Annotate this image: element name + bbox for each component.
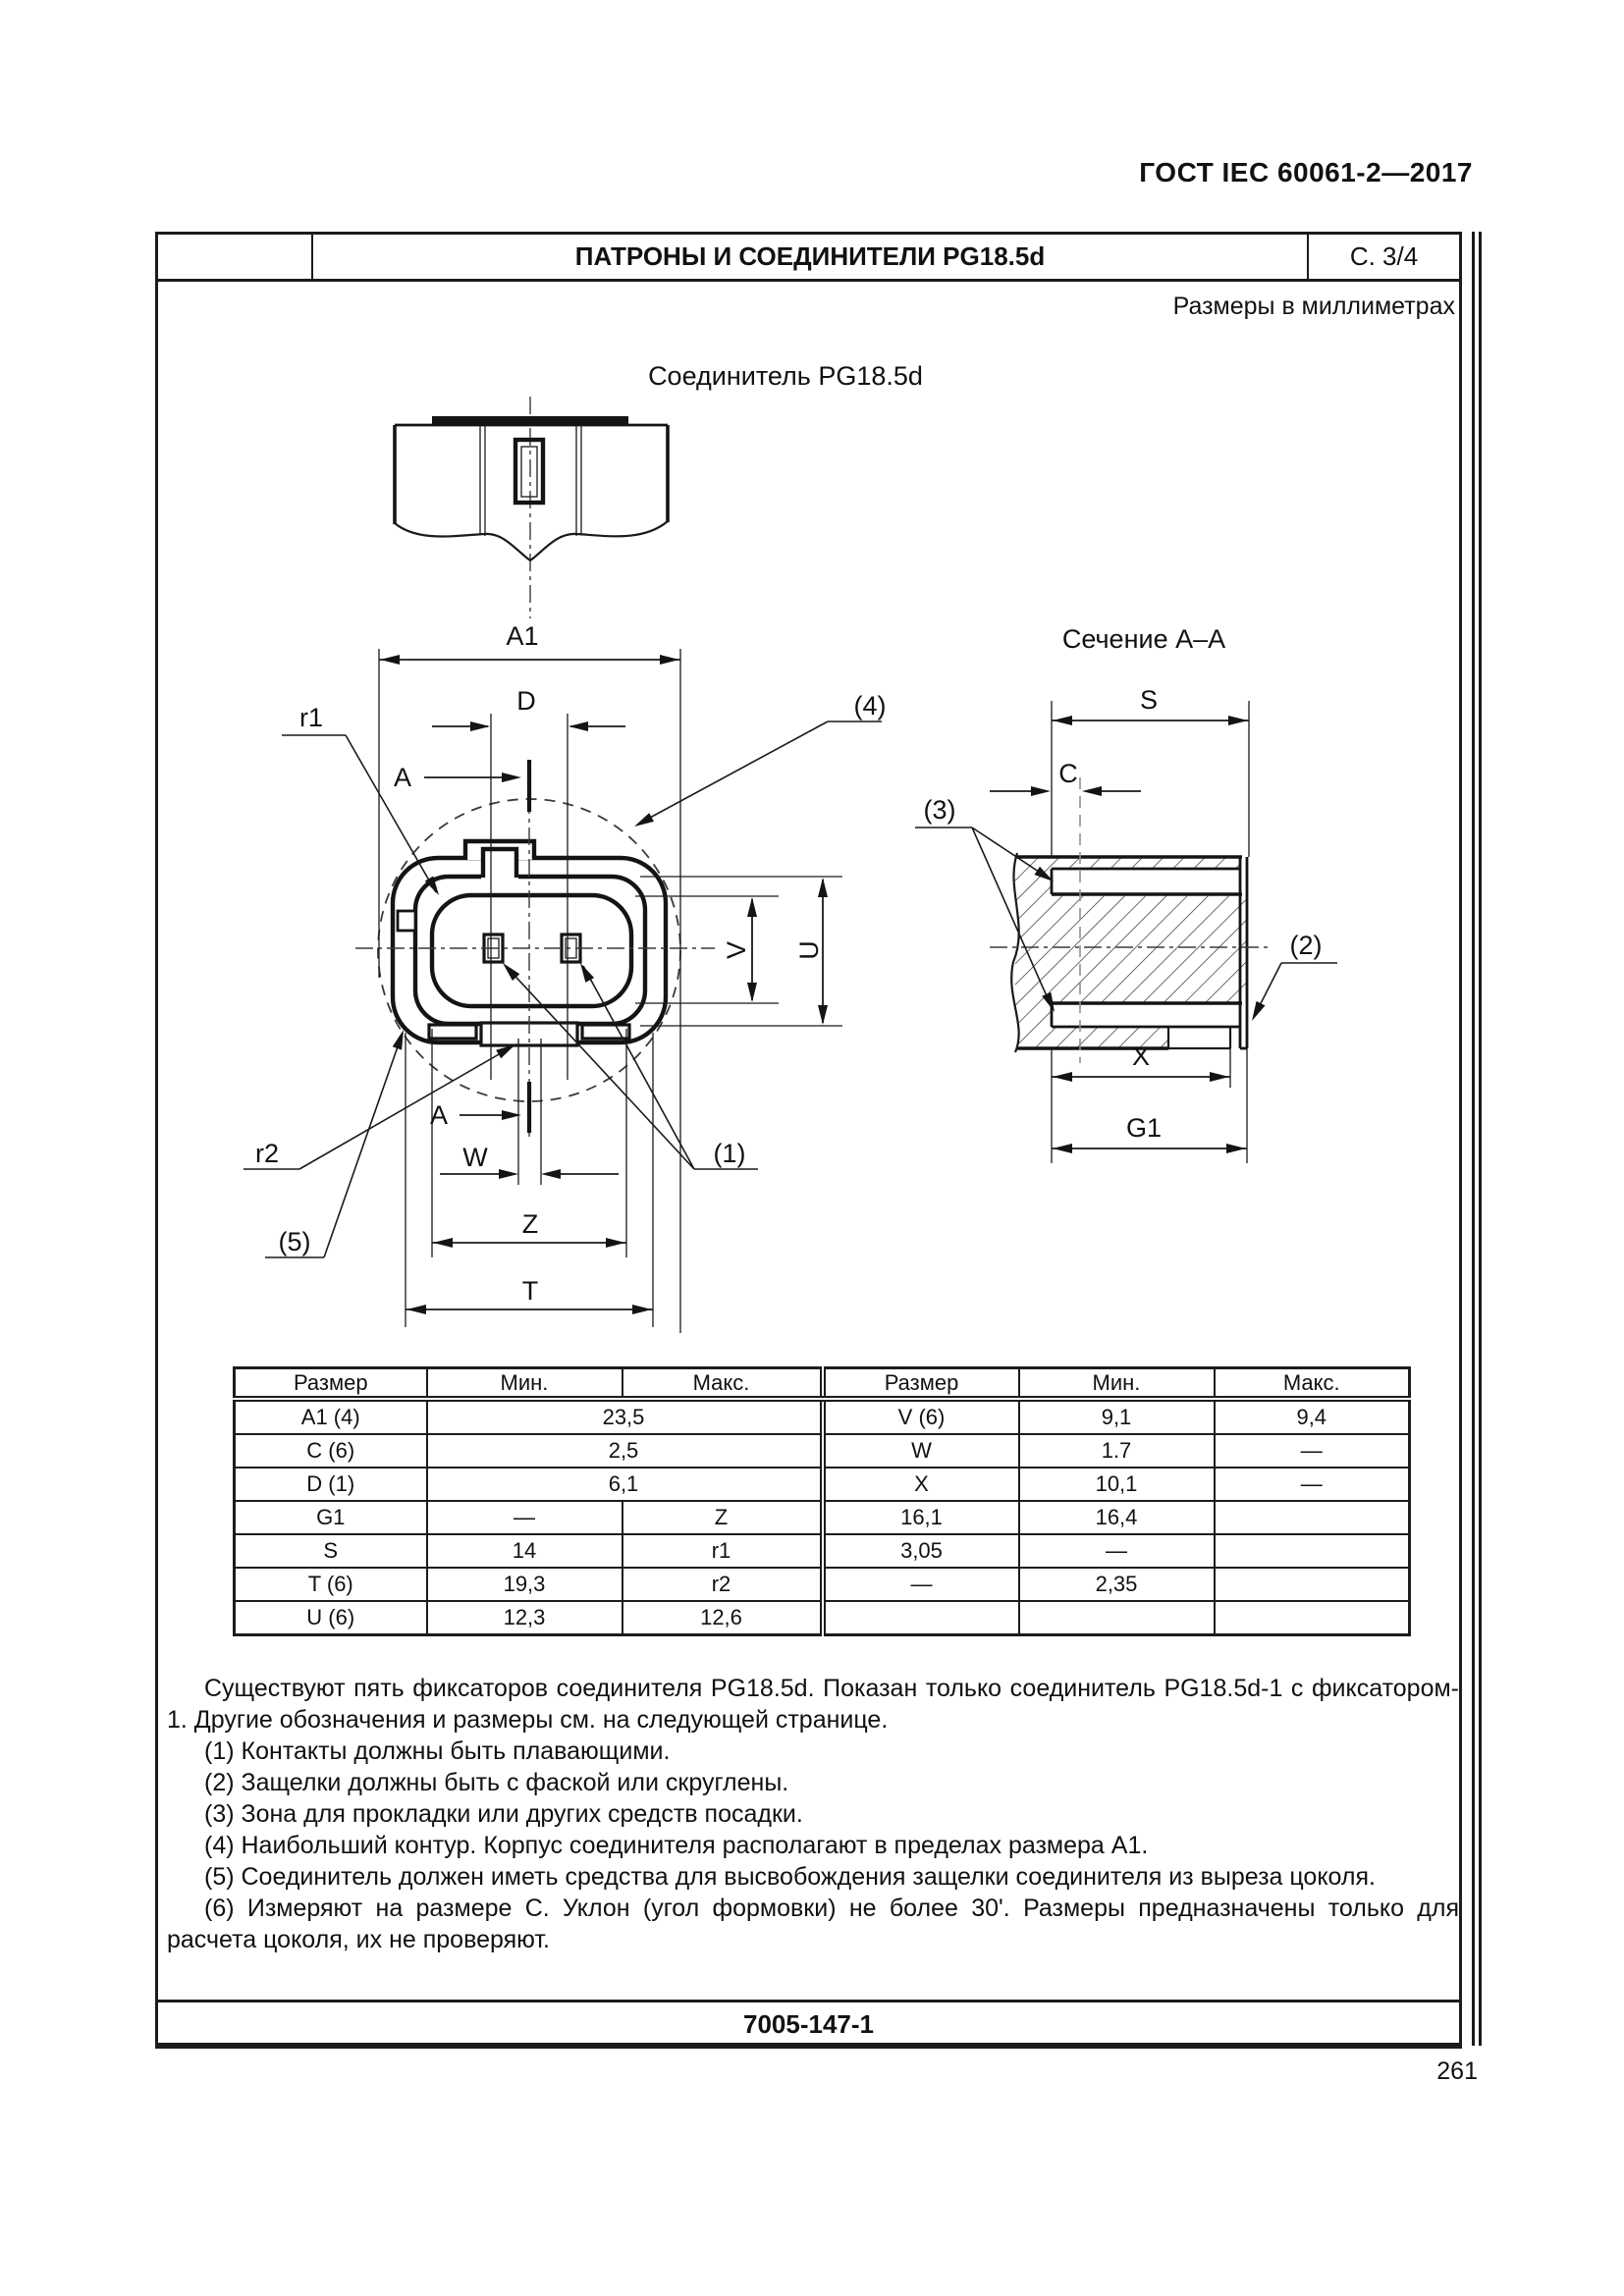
table-cell: —	[425, 1500, 623, 1535]
label-r1: r1	[299, 703, 323, 732]
table-header-cell: Размер	[233, 1366, 428, 1402]
note-paragraph: (6) Измеряют на размере С. Уклон (угол ф…	[167, 1895, 1459, 1953]
dim-v: V	[722, 941, 751, 959]
label-1: (1)	[714, 1139, 746, 1168]
title-band-empty-cell	[158, 235, 313, 279]
label-5: (5)	[279, 1227, 311, 1256]
side-view	[393, 397, 670, 618]
table-cell: A1 (4)	[233, 1398, 428, 1435]
table-cell: 14	[425, 1533, 623, 1569]
table-cell	[1017, 1600, 1216, 1636]
table-cell	[1213, 1500, 1411, 1535]
table-cell: —	[1213, 1467, 1411, 1502]
dim-x: X	[1132, 1041, 1150, 1071]
table-cell: —	[1017, 1533, 1216, 1569]
table-cell: W	[819, 1433, 1020, 1468]
table-header-cell: Макс.	[621, 1366, 824, 1402]
label-2: (2)	[1290, 931, 1323, 960]
cut-a-top: A	[394, 763, 411, 792]
footer-band: 7005-147-1	[155, 2000, 1462, 2049]
table-cell	[1213, 1600, 1411, 1636]
table-header-cell: Мин.	[1017, 1366, 1216, 1402]
right-margin-rule-inner	[1479, 232, 1482, 2046]
standard-designation: ГОСТ IEC 60061-2—2017	[1139, 157, 1473, 187]
dim-s: S	[1140, 685, 1158, 715]
table-cell: —	[1213, 1433, 1411, 1468]
note-paragraph: (3) Зона для прокладки или других средст…	[204, 1800, 803, 1828]
label-3: (3)	[924, 795, 956, 825]
note-paragraph: (4) Наибольший контур. Корпус соединител…	[204, 1832, 1149, 1859]
note-paragraph: (1) Контакты должны быть плавающими.	[204, 1737, 671, 1765]
dim-w: W	[462, 1143, 488, 1172]
dim-c: C	[1058, 759, 1078, 788]
notes-block: Существуют пять фиксаторов соединителя P…	[167, 1673, 1459, 1955]
dim-z: Z	[522, 1209, 539, 1239]
units-note: Размеры в миллиметрах	[1172, 293, 1455, 320]
sheet-title: ПАТРОНЫ И СОЕДИНИТЕЛИ PG18.5d	[574, 241, 1046, 271]
right-margin-rule-outer	[1472, 232, 1475, 2046]
dim-t: T	[522, 1276, 539, 1306]
sheet-code: 7005-147-1	[743, 2008, 874, 2039]
table-cell: 2,35	[1017, 1567, 1216, 1602]
section-view: S C (3) (2) X	[915, 685, 1337, 1163]
table-cell: U (6)	[233, 1600, 428, 1636]
front-view: A1 D A A r1 r2 (5)	[244, 621, 887, 1333]
table-cell: 2,5	[425, 1433, 824, 1468]
table-cell: X	[819, 1467, 1020, 1502]
table-cell: r2	[621, 1567, 824, 1602]
table-cell: 12,3	[425, 1600, 623, 1636]
table-cell: S	[233, 1533, 428, 1569]
table-cell	[819, 1600, 1020, 1636]
table-cell: Z	[621, 1500, 824, 1535]
table-cell: G1	[233, 1500, 428, 1535]
table-cell: —	[819, 1567, 1020, 1602]
table-cell: D (1)	[233, 1467, 428, 1502]
sheet-number: С. 3/4	[1307, 235, 1459, 279]
table-cell: T (6)	[233, 1567, 428, 1602]
table-cell: 1.7	[1017, 1433, 1216, 1468]
table-header-cell: Размер	[819, 1366, 1020, 1402]
section-title: Сечение А–А	[1062, 624, 1225, 654]
label-r2: r2	[255, 1139, 279, 1168]
table-cell: 9,1	[1017, 1398, 1216, 1435]
table-cell	[1213, 1567, 1411, 1602]
note-paragraph: Существуют пять фиксаторов соединителя P…	[167, 1675, 1459, 1734]
table-cell: 16,4	[1017, 1500, 1216, 1535]
figure-title: Соединитель PG18.5d	[648, 361, 923, 391]
title-band: ПАТРОНЫ И СОЕДИНИТЕЛИ PG18.5d С. 3/4	[155, 232, 1462, 282]
connector-drawing: Соединитель PG18.5d Сечение А–А	[244, 361, 1337, 1333]
table-cell: 9,4	[1213, 1398, 1411, 1435]
dim-d: D	[516, 686, 536, 716]
note-paragraph: (2) Защелки должны быть с фаской или скр…	[204, 1769, 789, 1796]
table-header-cell: Мин.	[425, 1366, 623, 1402]
table-cell: 3,05	[819, 1533, 1020, 1569]
page-number: 261	[1436, 2057, 1478, 2085]
table-cell: r1	[621, 1533, 824, 1569]
table-cell: V (6)	[819, 1398, 1020, 1435]
table-header-cell: Макс.	[1213, 1366, 1411, 1402]
cut-a-bottom: A	[430, 1100, 448, 1130]
note-paragraph: (5) Соединитель должен иметь средства дл…	[204, 1863, 1376, 1891]
table-cell: C (6)	[233, 1433, 428, 1468]
table-cell: 12,6	[621, 1600, 824, 1636]
dim-a1: A1	[506, 621, 538, 651]
table-cell: 23,5	[425, 1398, 824, 1435]
label-4: (4)	[854, 691, 887, 721]
table-cell: 10,1	[1017, 1467, 1216, 1502]
table-cell: 19,3	[425, 1567, 623, 1602]
table-cell: 6,1	[425, 1467, 824, 1502]
dim-u: U	[794, 940, 824, 960]
table-cell: 16,1	[819, 1500, 1020, 1535]
table-cell	[1213, 1533, 1411, 1569]
dim-g1: G1	[1126, 1113, 1162, 1143]
